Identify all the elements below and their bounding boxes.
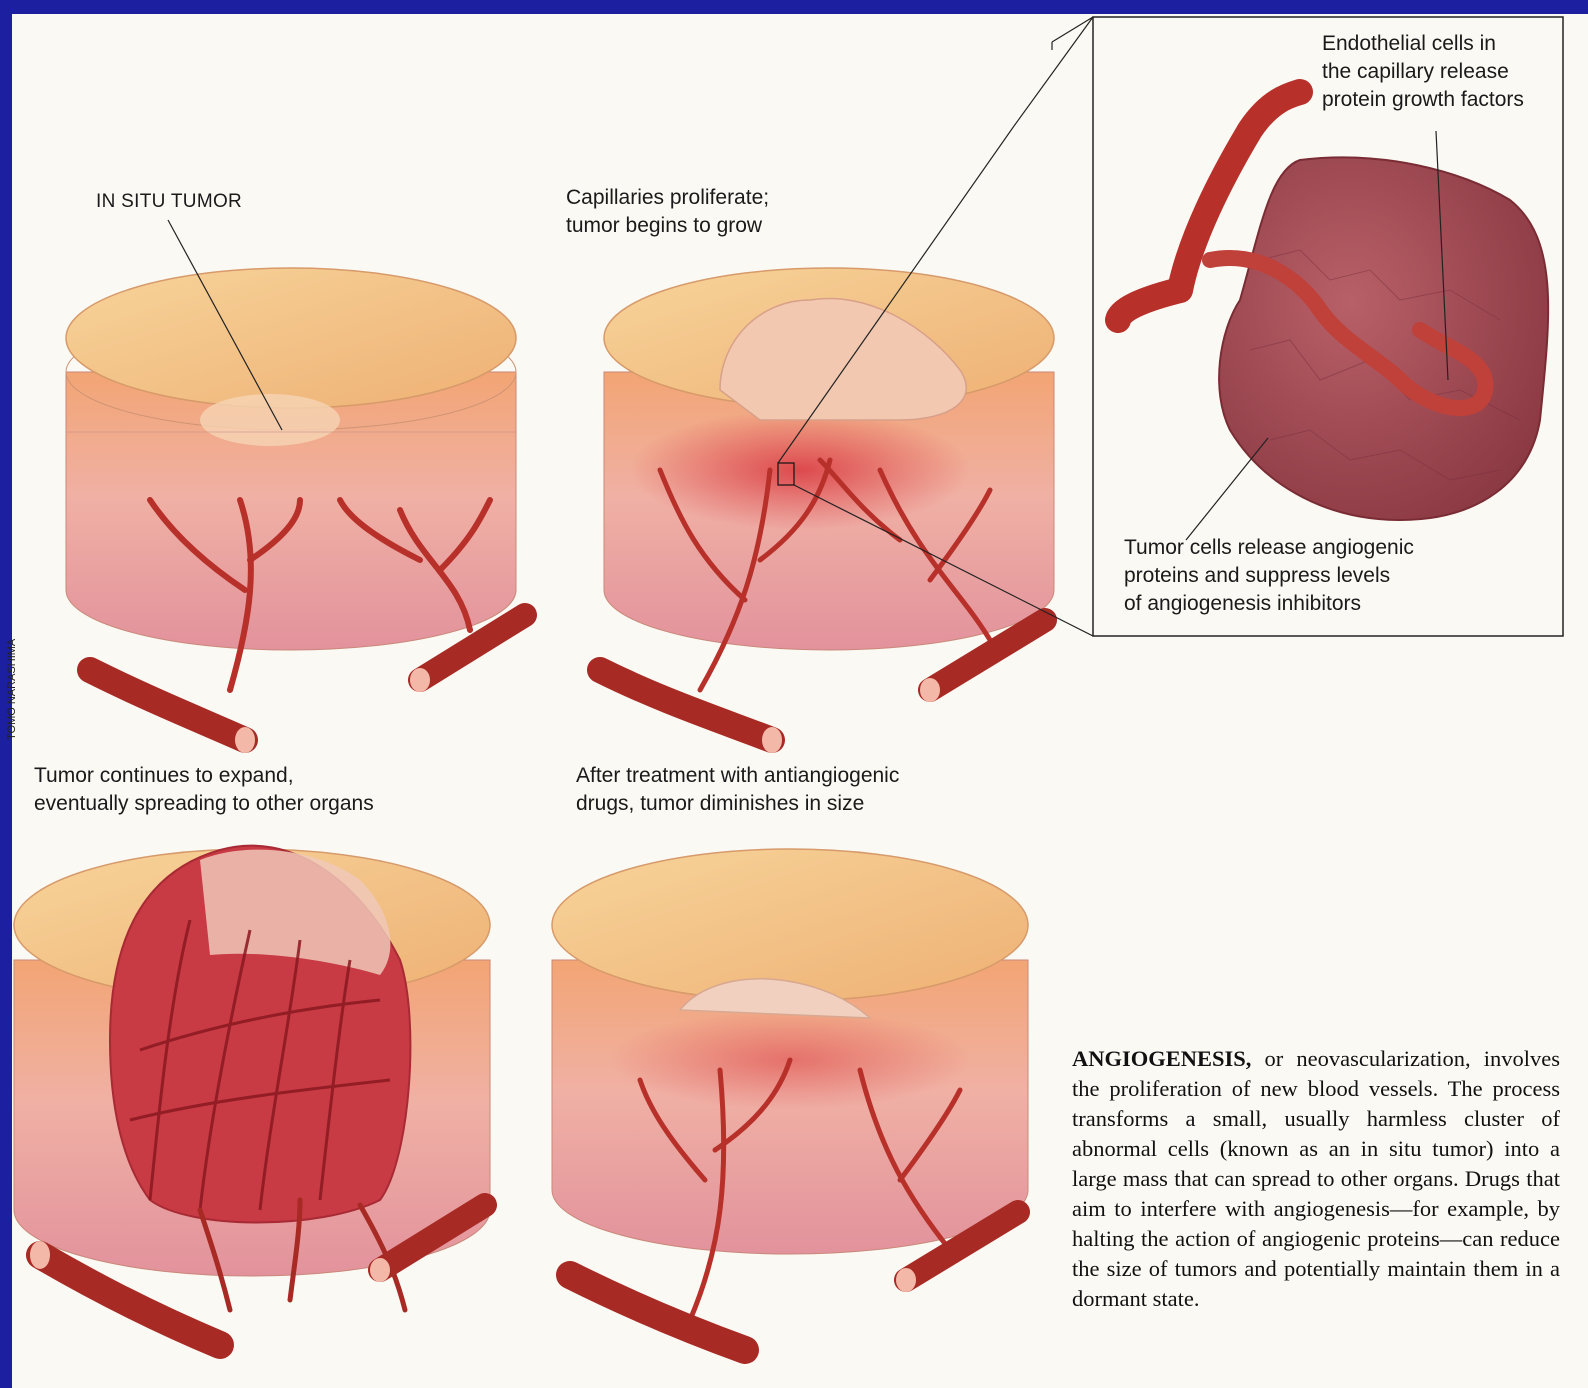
- artist-credit: TOMO NARASHIMA: [6, 720, 146, 740]
- label-capillaries-proliferate: Capillaries proliferate; tumor begins to…: [566, 184, 769, 240]
- caption-body: or neovascularization, involves the prol…: [1072, 1046, 1560, 1311]
- disc-after-treatment: [552, 849, 1028, 1350]
- label-after-treatment: After treatment with antiangiogenic drug…: [576, 762, 899, 818]
- caption-lead: ANGIOGENESIS,: [1072, 1046, 1251, 1071]
- label-tumor-expands: Tumor continues to expand, eventually sp…: [34, 762, 374, 818]
- disc-in-situ-tumor: [66, 220, 525, 753]
- label-tumor-cells-release: Tumor cells release angiogenic proteins …: [1124, 534, 1414, 618]
- in-situ-tumor-mass: [200, 394, 340, 446]
- tumor-tissue-block: [1219, 157, 1548, 520]
- disc-tumor-expands: [14, 846, 490, 1345]
- figure-caption: ANGIOGENESIS, or neovascularization, inv…: [1072, 1044, 1560, 1314]
- label-endothelial-cells: Endothelial cells in the capillary relea…: [1322, 30, 1524, 114]
- label-in-situ-tumor: IN SITU TUMOR: [96, 188, 242, 216]
